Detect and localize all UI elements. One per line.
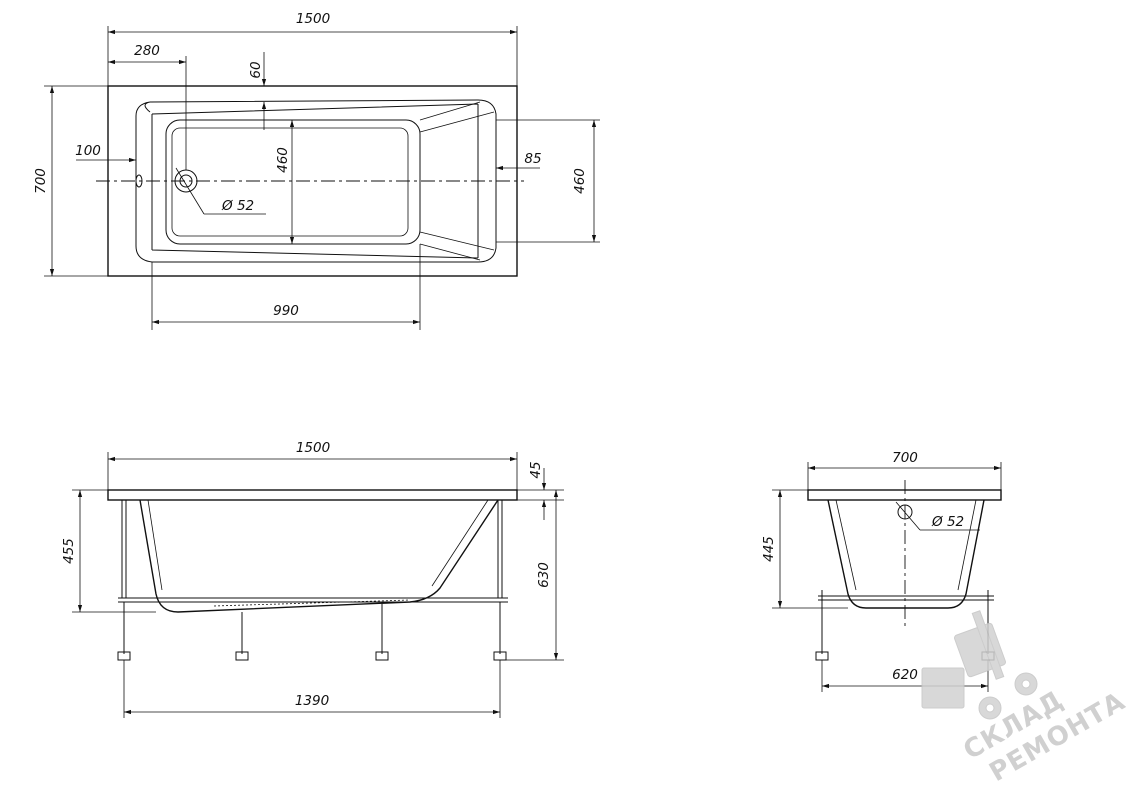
dim-leg-span: 1390 — [295, 693, 329, 709]
side-view: 1500 45 455 630 1390 — [61, 440, 564, 718]
top-view: 1500 280 60 100 460 85 460 700 990 — [33, 11, 600, 330]
dim-end-width: 700 — [892, 450, 918, 466]
slope-line-2 — [419, 231, 495, 251]
dim-total-height: 630 — [536, 562, 552, 588]
dim-side-depth: 455 — [61, 538, 77, 564]
tub-basin-inner-top — [151, 103, 479, 259]
dim-overall-width: 700 — [33, 168, 49, 194]
dim-rim-width: 60 — [248, 61, 264, 78]
tub-rim-end — [807, 489, 1002, 501]
dim-end-leg-span: 620 — [892, 667, 918, 683]
dim-bottom-length: 990 — [273, 303, 299, 319]
slope-line-3 — [419, 101, 481, 121]
overflow-icon — [135, 174, 143, 188]
leg-2 — [235, 612, 249, 661]
dim-side-length: 1500 — [296, 440, 330, 456]
leg-1 — [117, 602, 131, 661]
dim-rim-height: 45 — [528, 461, 544, 478]
forklift-icon — [921, 610, 1038, 720]
dim-right-offset: 85 — [524, 151, 541, 167]
dim-drain-offset: 280 — [134, 43, 160, 59]
dim-end-depth: 445 — [761, 536, 777, 562]
drain-inner-icon — [179, 174, 193, 188]
tub-bottom-top — [165, 119, 421, 245]
dim-inner-width-right: 460 — [572, 168, 588, 194]
slope-line-4 — [419, 243, 481, 261]
tub-bottom-inner-top — [171, 127, 409, 237]
tub-rim-side — [107, 489, 518, 501]
dim-side-offset: 100 — [75, 143, 101, 159]
leg-4 — [493, 602, 507, 661]
dim-top-length: 1500 — [296, 11, 330, 27]
tub-basin-top — [135, 99, 497, 263]
slope-line-1 — [419, 111, 495, 133]
dim-drain-diameter-end: Ø 52 — [931, 514, 964, 530]
dim-drain-diameter-top: Ø 52 — [221, 198, 254, 214]
dim-inner-width: 460 — [275, 147, 291, 173]
leg-3 — [375, 604, 389, 661]
drain-end-icon — [897, 504, 913, 520]
tub-body-side — [139, 499, 499, 613]
watermark-logo: СКЛАД РЕМОНТА — [921, 610, 1131, 788]
